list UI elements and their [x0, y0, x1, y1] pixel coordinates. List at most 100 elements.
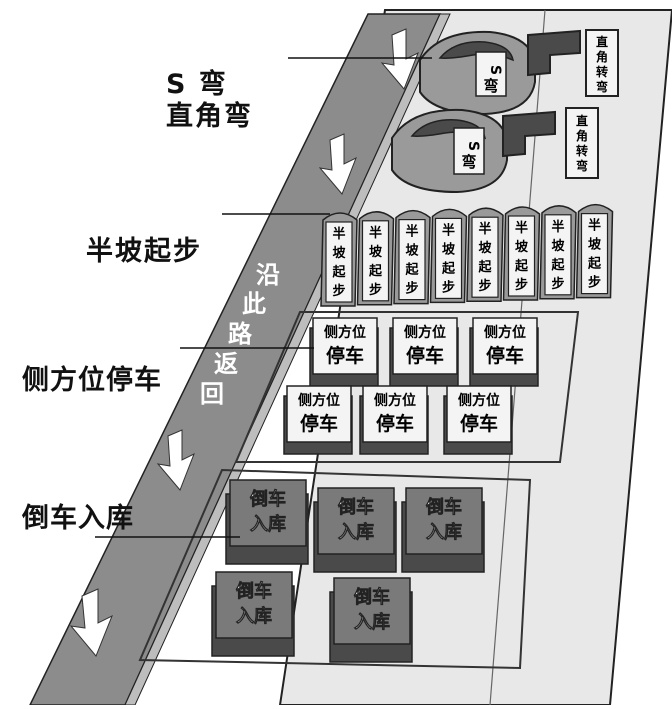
- hill-block-char: 半: [515, 220, 528, 236]
- s-bend-block-1: S 弯: [419, 30, 536, 116]
- hill-block-char: 坡: [369, 244, 383, 260]
- reverse-block-line1: 倒车: [235, 580, 272, 602]
- hill-block-char: 半: [551, 219, 564, 235]
- reverse-parking-block: 倒车入库: [329, 577, 413, 663]
- hill-block-char: 步: [588, 275, 601, 291]
- side-parking-block: 侧方位停车: [283, 385, 353, 455]
- hill-block-char: 起: [477, 259, 492, 275]
- road-text-char: 路: [228, 320, 253, 348]
- reverse-block-line2: 入库: [426, 521, 462, 543]
- hill-block-char: 步: [442, 279, 455, 295]
- reverse-block-line1: 倒车: [353, 586, 390, 608]
- hill-block-char: 坡: [551, 238, 565, 254]
- ra-2-c2: 转: [576, 143, 588, 158]
- road-text-char: 此: [242, 290, 266, 318]
- hill-block-char: 起: [550, 257, 565, 273]
- hill-block-char: 半: [478, 221, 491, 237]
- hill-block-char: 步: [369, 282, 382, 298]
- side-parking-block: 侧方位停车: [309, 317, 379, 387]
- label-reverse-parking: 倒车入库: [22, 503, 134, 534]
- road-arrow-2: [318, 133, 357, 195]
- road-arrow-1: [380, 28, 419, 90]
- hill-start-block: 半坡起步: [320, 212, 358, 307]
- side-block-line2: 停车: [460, 412, 498, 435]
- s-bend-2-s: S: [465, 141, 481, 151]
- road-text-char: 沿: [256, 261, 280, 289]
- hill-block-char: 起: [368, 263, 383, 279]
- s-bend-1-wan: 弯: [483, 77, 498, 95]
- label-s-curve: S 弯: [166, 69, 228, 100]
- hill-block-char: 半: [405, 224, 418, 240]
- right-angle-block-1: 直 角 转 弯: [527, 29, 619, 97]
- reverse-parking-block: 倒车入库: [313, 487, 397, 573]
- hill-block-char: 半: [332, 226, 345, 242]
- side-block-line2: 停车: [326, 344, 364, 367]
- hill-start-block: 半坡起步: [502, 206, 541, 301]
- hill-block-char: 起: [514, 258, 529, 274]
- reverse-parking-block: 倒车入库: [401, 487, 485, 573]
- label-hill-start: 半坡起步: [86, 236, 202, 267]
- hill-start-block: 半坡起步: [466, 207, 504, 302]
- side-block-line1: 侧方位: [298, 392, 340, 409]
- ra-1-c3: 弯: [596, 79, 608, 94]
- hill-start-block: 半坡起步: [393, 209, 431, 305]
- hill-start-block: 半坡起步: [575, 203, 614, 299]
- hill-block-char: 起: [404, 262, 419, 278]
- hill-block-char: 步: [405, 281, 418, 297]
- hill-block-char: 起: [587, 256, 602, 272]
- reverse-block-line1: 倒车: [249, 488, 286, 510]
- hill-block-char: 步: [515, 277, 528, 293]
- hill-block-char: 坡: [332, 245, 346, 261]
- reverse-parking-block: 倒车入库: [211, 571, 295, 657]
- ra-2-c3: 弯: [576, 158, 588, 173]
- ra-2-c1: 角: [576, 128, 588, 143]
- hill-block-char: 步: [551, 276, 564, 292]
- reverse-block-line2: 入库: [236, 605, 272, 627]
- side-block-line1: 侧方位: [458, 392, 500, 409]
- hill-block-char: 坡: [515, 239, 529, 255]
- side-parking-block: 侧方位停车: [469, 317, 539, 387]
- hill-start-block: 半坡起步: [429, 208, 468, 304]
- road-text-char: 返: [214, 350, 238, 378]
- side-block-line1: 侧方位: [404, 324, 446, 341]
- reverse-block-line2: 入库: [354, 611, 390, 633]
- hill-start-block: 半坡起步: [356, 211, 395, 306]
- reverse-parking-area: [138, 468, 532, 670]
- side-parking-block: 侧方位停车: [359, 385, 429, 455]
- side-block-line2: 停车: [376, 412, 414, 435]
- side-block-line2: 停车: [300, 412, 338, 435]
- side-block-line2: 停车: [406, 344, 444, 367]
- hill-block-char: 半: [588, 218, 601, 234]
- label-side-parking: 侧方位停车: [22, 365, 162, 396]
- hill-block-char: 起: [441, 260, 456, 276]
- hill-block-char: 步: [332, 283, 345, 299]
- reverse-block-line1: 倒车: [425, 496, 462, 518]
- side-block-line1: 侧方位: [374, 392, 416, 409]
- ra-2-c0: 直: [576, 113, 588, 128]
- road-text-char: 回: [200, 380, 224, 408]
- right-angle-block-2: 直 角 转 弯: [502, 107, 599, 179]
- s-bend-2-wan: 弯: [461, 153, 476, 171]
- hill-block-char: 坡: [405, 243, 419, 259]
- side-block-line2: 停车: [486, 344, 524, 367]
- hill-block-char: 步: [478, 278, 491, 294]
- hill-block-char: 坡: [588, 237, 602, 253]
- hill-block-char: 坡: [442, 241, 456, 257]
- reverse-block-line2: 入库: [250, 513, 286, 535]
- side-parking-block: 侧方位停车: [443, 385, 513, 455]
- ra-1-c0: 直: [596, 34, 608, 49]
- ra-1-c1: 角: [596, 49, 608, 64]
- road-arrow-3: [156, 429, 195, 491]
- side-block-line1: 侧方位: [324, 324, 366, 341]
- label-right-angle-curve: 直角弯: [166, 101, 253, 132]
- reverse-parking-block: 倒车入库: [225, 479, 309, 565]
- side-block-line1: 侧方位: [484, 324, 526, 341]
- road-arrow-4: [69, 588, 113, 657]
- reverse-block-line1: 倒车: [337, 496, 374, 518]
- hill-block-char: 坡: [478, 240, 492, 256]
- reverse-block-line2: 入库: [338, 521, 374, 543]
